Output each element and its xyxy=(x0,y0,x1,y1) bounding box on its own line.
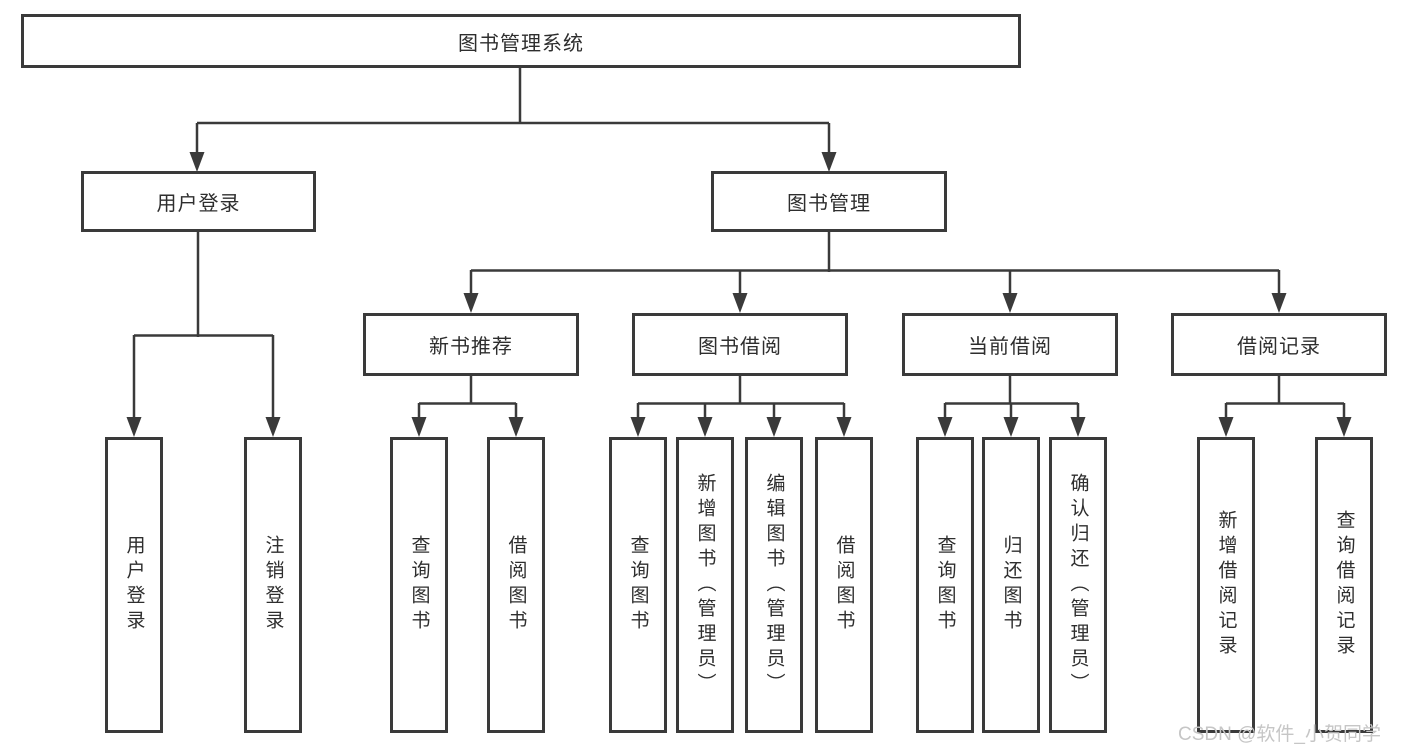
node-label: 编辑图书（管理员） xyxy=(763,472,785,698)
leaf-borrow-books-borrowing: 借阅图书 xyxy=(815,437,873,733)
node-label: 当前借阅 xyxy=(968,336,1052,358)
leaf-user-login: 用户登录 xyxy=(105,437,163,733)
connector-line xyxy=(132,68,1346,419)
node-label: 查询图书 xyxy=(934,535,956,635)
node-label: 归还图书 xyxy=(1000,535,1022,635)
leaf-edit-book-admin: 编辑图书（管理员） xyxy=(745,437,803,733)
node-label: 借阅图书 xyxy=(833,535,855,635)
node-label: 借阅图书 xyxy=(505,535,527,635)
node-borrowing-records: 借阅记录 xyxy=(1171,313,1387,376)
node-label: 新增借阅记录 xyxy=(1215,510,1237,660)
node-label: 确认归还（管理员） xyxy=(1067,472,1089,698)
node-label: 用户登录 xyxy=(123,535,145,635)
node-label: 图书管理 xyxy=(787,193,871,215)
leaf-add-book-admin: 新增图书（管理员） xyxy=(676,437,734,733)
node-book-borrowing: 图书借阅 xyxy=(632,313,848,376)
node-label: 用户登录 xyxy=(156,193,241,215)
node-user-login: 用户登录 xyxy=(81,171,316,232)
leaf-query-books-borrowing: 查询图书 xyxy=(609,437,667,733)
node-new-book-recommendation: 新书推荐 xyxy=(363,313,579,376)
node-label: 借阅记录 xyxy=(1237,336,1321,358)
node-label: 查询图书 xyxy=(408,535,430,635)
node-current-borrowing: 当前借阅 xyxy=(902,313,1118,376)
leaf-return-book: 归还图书 xyxy=(982,437,1040,733)
node-label: 查询借阅记录 xyxy=(1333,510,1355,660)
node-label: 图书管理系统 xyxy=(458,32,584,55)
node-book-management: 图书管理 xyxy=(711,171,947,232)
node-label: 注销登录 xyxy=(262,535,284,635)
node-library-management-system: 图书管理系统 xyxy=(21,14,1021,68)
leaf-query-borrow-record: 查询借阅记录 xyxy=(1315,437,1373,733)
leaf-query-books-current: 查询图书 xyxy=(916,437,974,733)
node-label: 新增图书（管理员） xyxy=(694,472,716,698)
leaf-logout: 注销登录 xyxy=(244,437,302,733)
leaf-query-books-recommend: 查询图书 xyxy=(390,437,448,733)
leaf-confirm-return-admin: 确认归还（管理员） xyxy=(1049,437,1107,733)
arrow-down-icon xyxy=(126,152,1352,437)
csdn-watermark: CSDN @软件_小贺同学 xyxy=(1178,724,1381,745)
node-label: 查询图书 xyxy=(627,535,649,635)
leaf-add-borrow-record: 新增借阅记录 xyxy=(1197,437,1255,733)
node-label: 图书借阅 xyxy=(698,336,782,358)
leaf-borrow-books-recommend: 借阅图书 xyxy=(487,437,545,733)
node-label: 新书推荐 xyxy=(429,336,513,358)
